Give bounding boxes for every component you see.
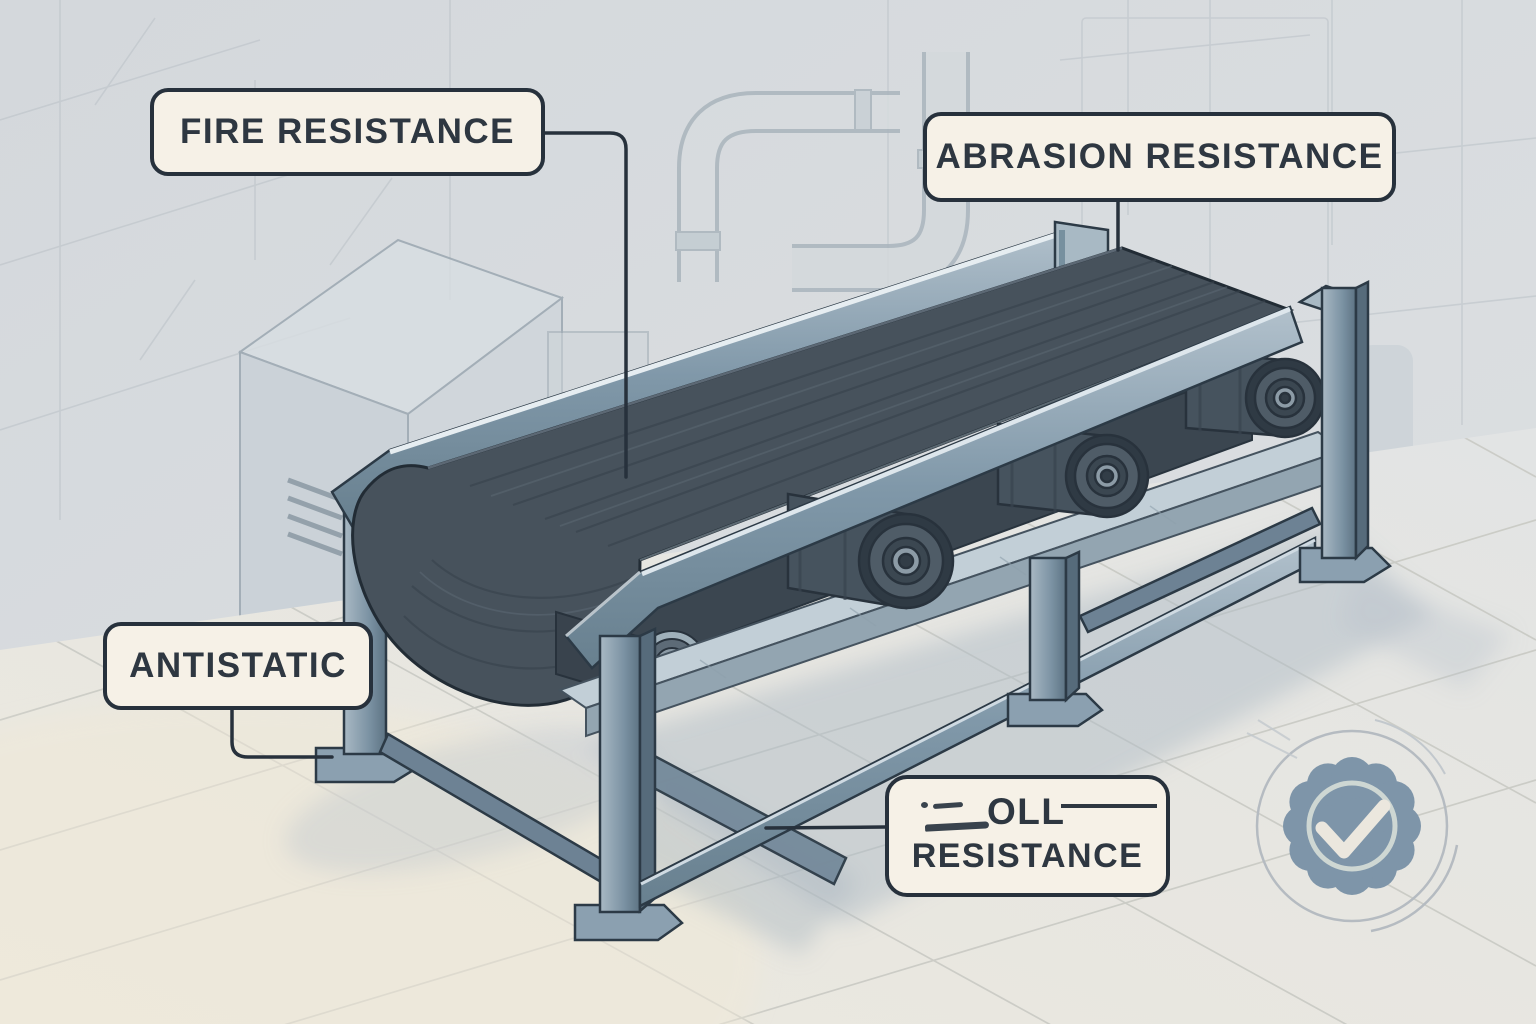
label-antistatic-text: ANTISTATIC xyxy=(129,646,347,685)
connectors xyxy=(230,131,1120,830)
rosette xyxy=(1283,757,1421,895)
pipes-sketch xyxy=(675,52,975,292)
connector-antistatic-line xyxy=(230,708,334,759)
quality-badge xyxy=(1246,719,1459,933)
oil-dash-icon xyxy=(924,821,990,832)
label-fire-resistance: FIRE RESISTANCE xyxy=(150,88,545,176)
label-abrasion-resistance: ABRASION RESISTANCE xyxy=(923,112,1396,202)
label-oil-line1-text: OLL xyxy=(987,791,1066,832)
oil-rule-line xyxy=(1061,804,1157,808)
return-roller-2 xyxy=(996,422,1150,519)
connector-fire-line xyxy=(543,131,628,479)
check-icon xyxy=(1315,799,1391,859)
label-antistatic: ANTISTATIC xyxy=(103,622,373,710)
oil-drop-icon xyxy=(921,802,928,808)
conveyor-frame-rear xyxy=(314,220,1110,784)
connector-oil-line xyxy=(764,825,887,830)
label-oil-resistance: OLL RESISTANCE xyxy=(885,775,1170,897)
oil-dash-icon xyxy=(932,801,964,810)
label-oil-line2-text: RESISTANCE xyxy=(911,837,1144,875)
label-fire-resistance-text: FIRE RESISTANCE xyxy=(180,112,515,151)
label-abrasion-resistance-text: ABRASION RESISTANCE xyxy=(935,137,1384,176)
return-roller-1 xyxy=(786,492,955,610)
conveyor-frame-front xyxy=(378,279,1393,942)
return-rollers xyxy=(786,350,1326,610)
